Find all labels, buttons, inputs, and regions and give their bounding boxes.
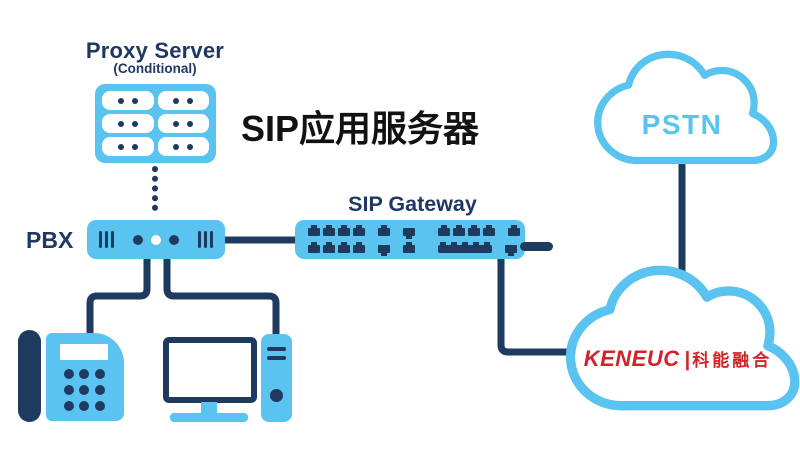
sip-gateway-icon [295, 220, 553, 259]
server-slot [157, 91, 209, 110]
server-slot [102, 137, 154, 156]
phone-keypad [61, 366, 108, 414]
connector-pbx-to-phone [86, 253, 151, 340]
pbx-right-vents [198, 231, 213, 248]
gateway-port-row [308, 225, 520, 239]
phone-handset-icon [18, 330, 41, 422]
proxy-server-title: Proxy Server [85, 38, 225, 63]
server-slot [102, 91, 154, 110]
keneuc-logo-text: KENEUC [583, 346, 680, 371]
keneuc-logo: KENEUC|科能融合 [556, 346, 800, 372]
pbx-icon [87, 220, 225, 259]
pstn-cloud-label: PSTN [641, 109, 723, 140]
server-slot [102, 114, 154, 133]
phone-screen [60, 344, 108, 360]
sip-gateway-label: SIP Gateway [348, 192, 477, 216]
keneuc-logo-chinese: 科能融合 [692, 351, 773, 370]
proxy-server-subtitle: (Conditional) [113, 61, 197, 76]
monitor-icon [163, 337, 257, 403]
connector-pbx-to-computer [163, 253, 280, 342]
gateway-handle [520, 242, 553, 251]
pbx-left-vents [99, 231, 114, 248]
gateway-port-row [308, 242, 553, 256]
pstn-cloud-icon [594, 50, 778, 165]
keneuc-cloud-icon [565, 265, 800, 411]
sip-app-server-heading: SIP应用服务器 [241, 108, 480, 149]
computer-tower-icon [261, 334, 292, 422]
pbx-indicator-lights [133, 234, 179, 245]
ip-phone-icon [46, 333, 124, 421]
pbx-label: PBX [26, 227, 74, 253]
proxy-server-icon [95, 84, 216, 163]
keneuc-logo-divider: | [684, 349, 691, 371]
server-slot [157, 114, 209, 133]
connector-gateway-to-cloud [497, 253, 580, 356]
server-slot [157, 137, 209, 156]
monitor-stand [201, 402, 217, 415]
monitor-base [170, 413, 248, 422]
